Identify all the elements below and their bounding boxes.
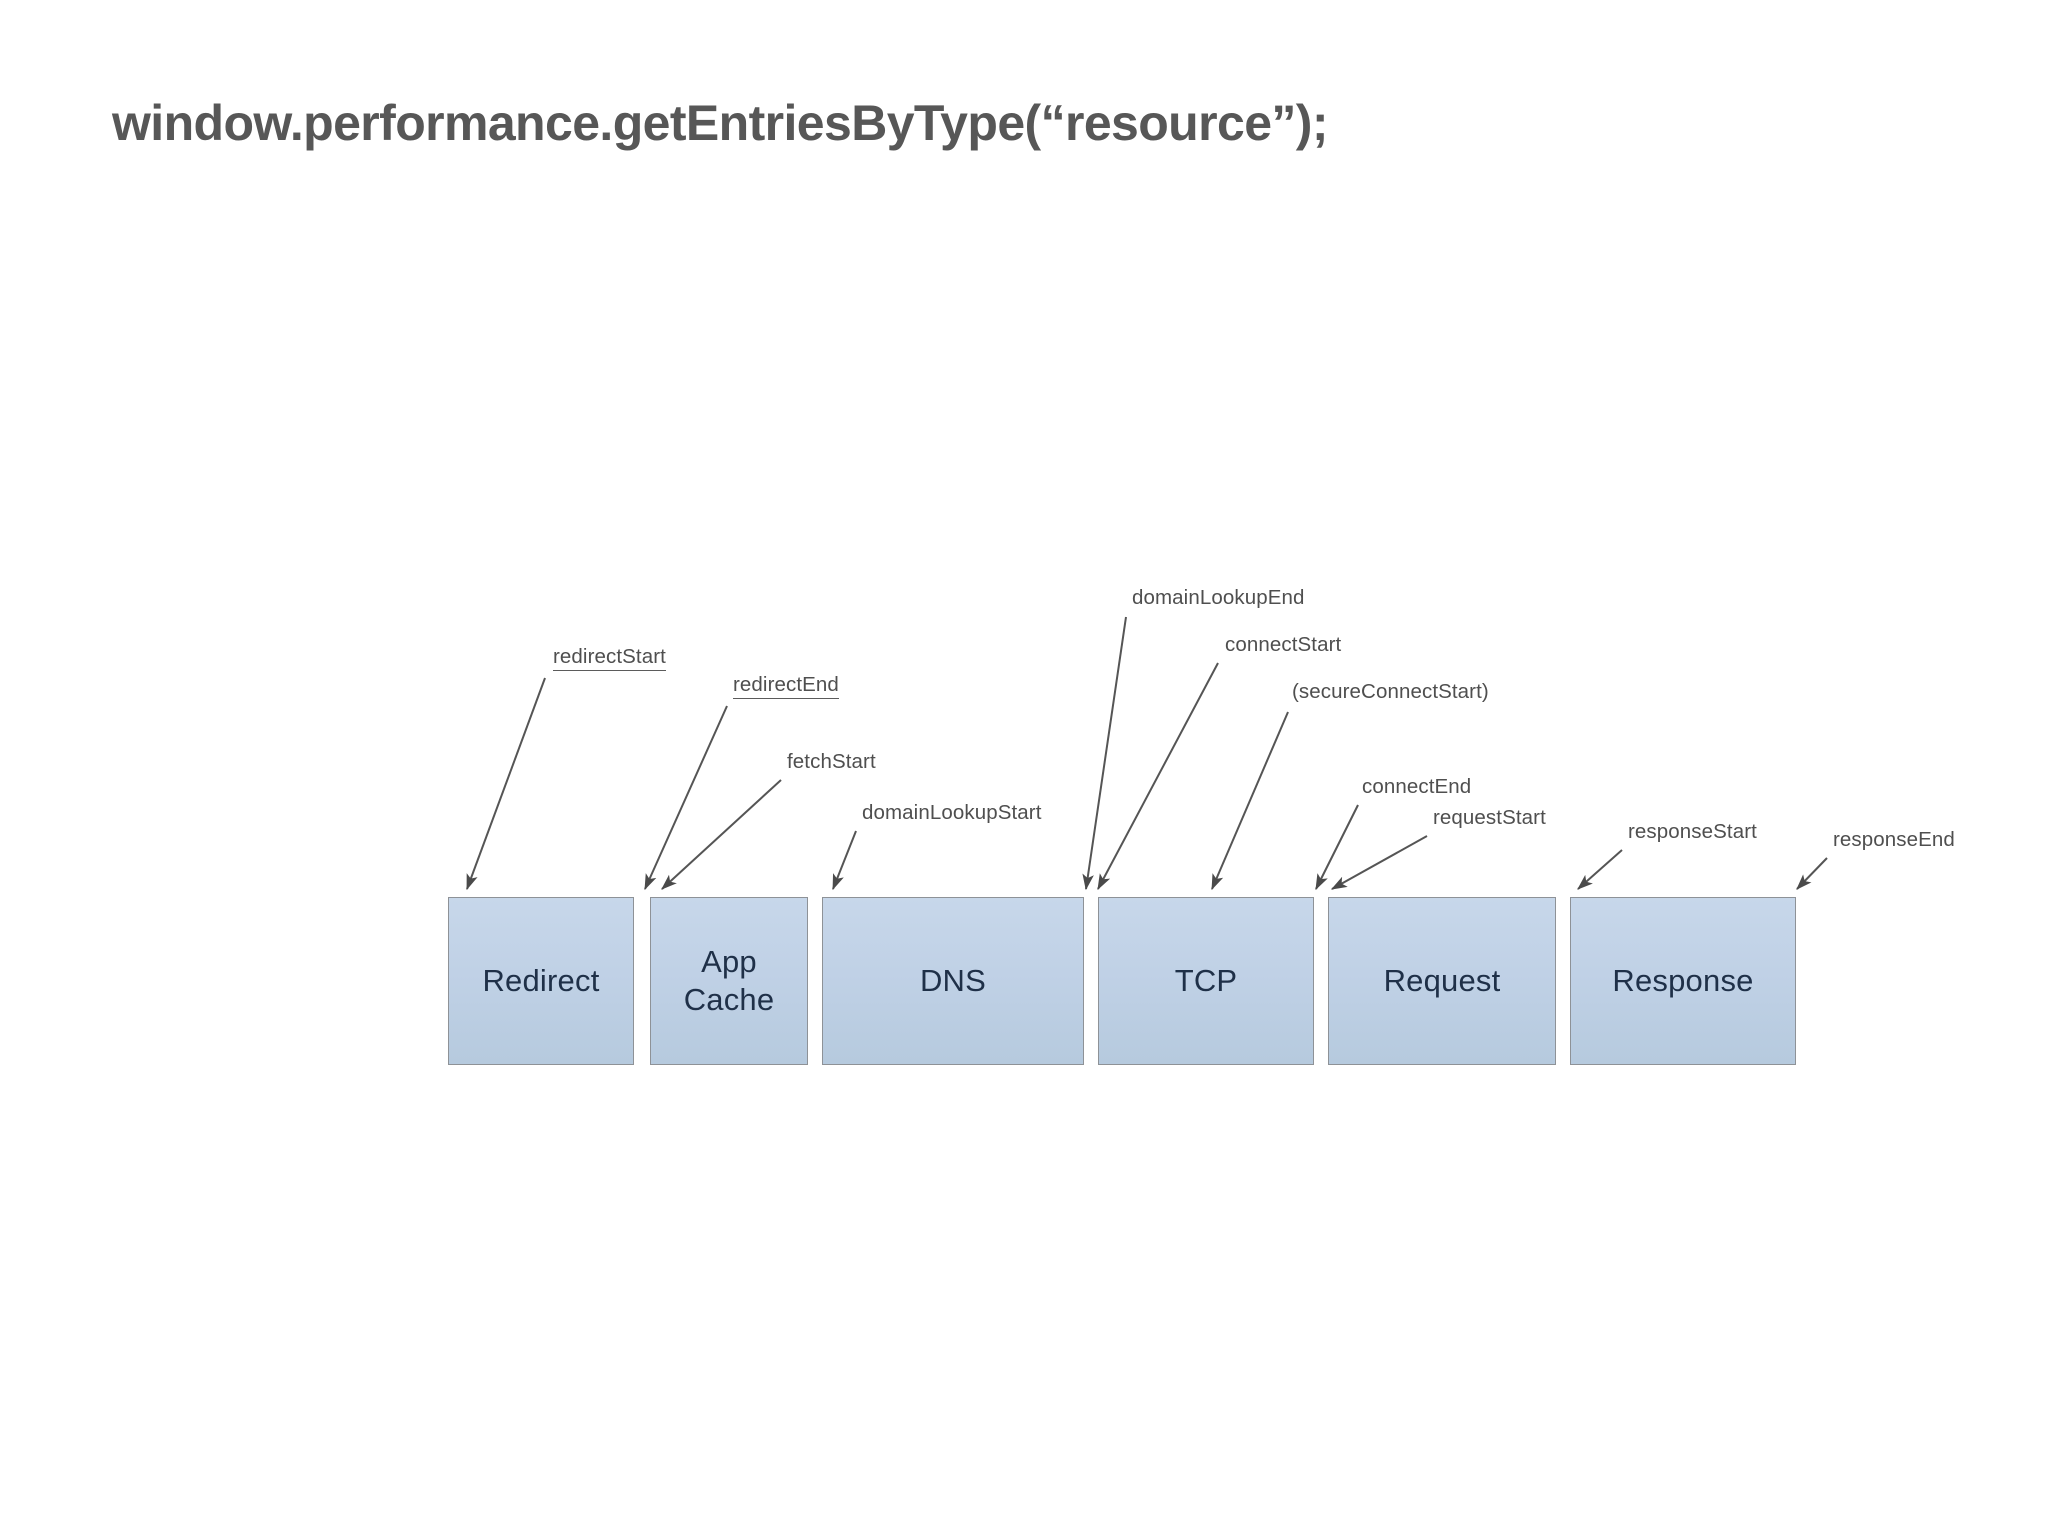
phase-box-dns: DNS <box>822 897 1084 1065</box>
marker-label-redirectStart: redirectStart <box>553 645 666 671</box>
marker-label-requestStart: requestStart <box>1433 806 1546 829</box>
phase-box-request: Request <box>1328 897 1556 1065</box>
phase-box-redirect: Redirect <box>448 897 634 1065</box>
leader-arrow-redirectEnd <box>644 705 728 891</box>
phase-box-tcp: TCP <box>1098 897 1314 1065</box>
marker-label-domainLookupStart: domainLookupStart <box>862 801 1042 824</box>
leader-arrow-domainLookupEnd <box>1082 616 1127 891</box>
leader-arrow-responseStart <box>1577 849 1623 890</box>
marker-label-responseStart: responseStart <box>1628 820 1757 843</box>
page-title: window.performance.getEntriesByType(“res… <box>112 95 1329 151</box>
leader-arrow-connectEnd <box>1315 804 1359 891</box>
leader-arrow-secureConnectStart <box>1211 711 1289 891</box>
marker-label-connectStart: connectStart <box>1225 633 1342 656</box>
leader-arrows <box>466 616 1828 891</box>
phase-label: Request <box>1383 963 1501 999</box>
phase-label: Redirect <box>482 963 600 999</box>
leader-arrow-requestStart <box>1330 835 1428 890</box>
marker-label-responseEnd: responseEnd <box>1833 828 1955 851</box>
marker-label-redirectEnd: redirectEnd <box>733 673 839 699</box>
phase-box-response: Response <box>1570 897 1796 1065</box>
phase-label: TCP <box>1174 963 1238 999</box>
leader-arrow-connectStart <box>1097 662 1219 891</box>
phase-label: App Cache <box>683 944 775 1017</box>
marker-label-secureConnectStart: (secureConnectStart) <box>1292 680 1489 703</box>
phase-box-app-cache: App Cache <box>650 897 808 1065</box>
leader-arrow-redirectStart <box>466 677 546 891</box>
marker-label-fetchStart: fetchStart <box>787 750 876 773</box>
leader-arrow-domainLookupStart <box>832 830 857 891</box>
phase-label: Response <box>1612 963 1754 999</box>
leader-arrow-fetchStart <box>661 779 782 890</box>
marker-label-connectEnd: connectEnd <box>1362 775 1472 798</box>
phase-label: DNS <box>919 963 987 999</box>
marker-label-domainLookupEnd: domainLookupEnd <box>1132 586 1305 609</box>
leader-arrow-responseEnd <box>1796 857 1828 890</box>
